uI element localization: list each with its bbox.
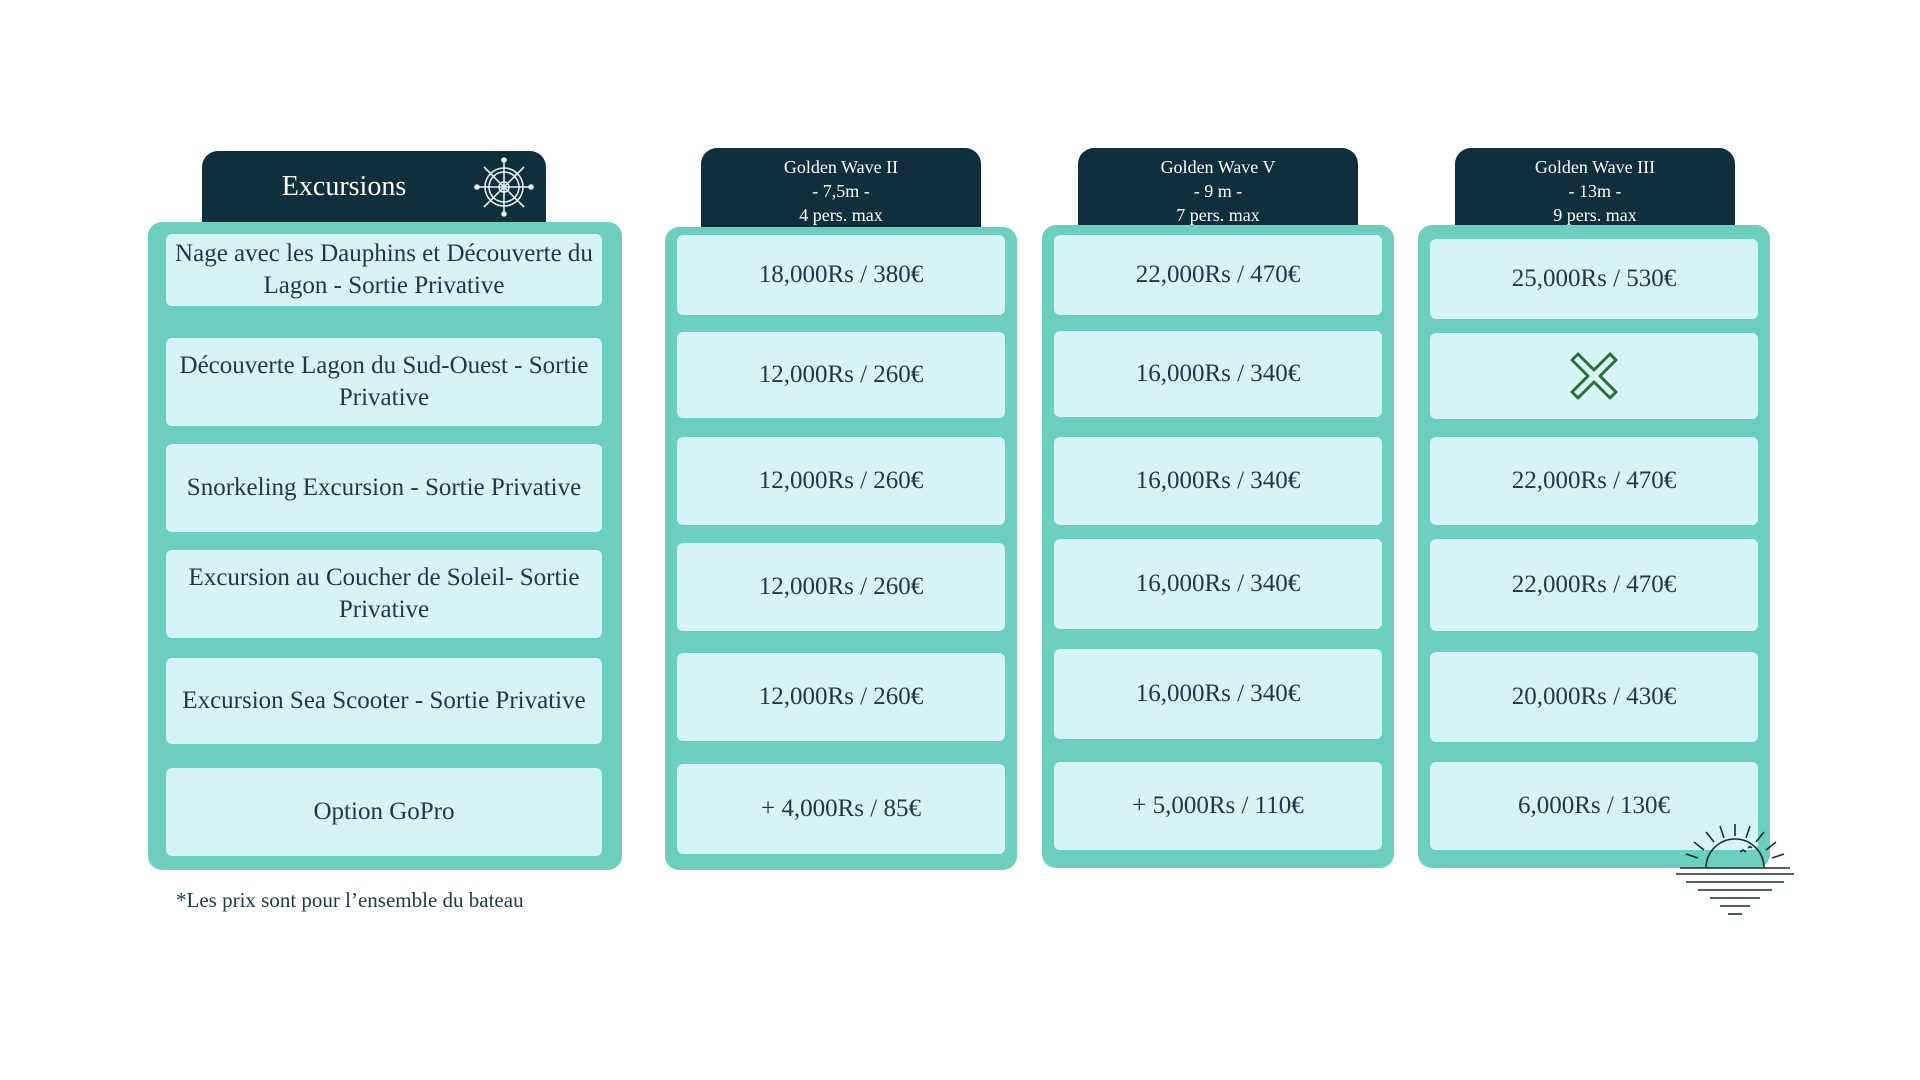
boat-name: Golden Wave V — [1160, 157, 1276, 177]
boat-length: - 9 m - — [1193, 181, 1243, 201]
price-cell: 6,000Rs / 130€ — [1430, 762, 1758, 850]
excursions-title: Excursions — [281, 171, 407, 202]
boat-header-golden-wave-iii: Golden Wave III - 13m - 9 pers. max — [1455, 148, 1735, 230]
boat-name: Golden Wave III — [1534, 157, 1656, 177]
boat-length: - 7,5m - — [812, 181, 870, 201]
price-cell: 12,000Rs / 260€ — [677, 653, 1005, 741]
price-cell: 22,000Rs / 470€ — [1430, 539, 1758, 631]
prices-golden-wave-iii: 25,000Rs / 530€ 22,000Rs / 470€ 22,000Rs… — [1418, 225, 1770, 868]
excursion-item: Snorkeling Excursion - Sortie Privative — [166, 444, 602, 532]
boat-capacity: 4 pers. max — [799, 205, 883, 225]
price-cell: 22,000Rs / 470€ — [1430, 437, 1758, 525]
sunset-icon — [1676, 824, 1794, 915]
boat-length: - 13m - — [1568, 181, 1622, 201]
price-cell: 12,000Rs / 260€ — [677, 437, 1005, 525]
boat-header-golden-wave-ii: Golden Wave II - 7,5m - 4 pers. max — [701, 148, 981, 230]
excursion-item: Nage avec les Dauphins et Découverte du … — [166, 234, 602, 306]
price-cell: 16,000Rs / 340€ — [1054, 539, 1382, 629]
excursions-header: Excursions — [202, 151, 546, 223]
price-cell: 12,000Rs / 260€ — [677, 332, 1005, 418]
ship-wheel-icon — [474, 157, 534, 217]
prices-golden-wave-ii: 18,000Rs / 380€ 12,000Rs / 260€ 12,000Rs… — [665, 227, 1017, 870]
price-cell: + 4,000Rs / 85€ — [677, 764, 1005, 854]
price-cell: 16,000Rs / 340€ — [1054, 437, 1382, 525]
excursion-item: Option GoPro — [166, 768, 602, 856]
price-footnote: *Les prix sont pour l’ensemble du bateau — [176, 888, 524, 912]
prices-golden-wave-v: 22,000Rs / 470€ 16,000Rs / 340€ 16,000Rs… — [1042, 225, 1394, 868]
price-cell: 25,000Rs / 530€ — [1430, 239, 1758, 319]
x-icon — [1570, 352, 1618, 400]
price-cell: + 5,000Rs / 110€ — [1054, 762, 1382, 850]
price-cell: 22,000Rs / 470€ — [1054, 235, 1382, 315]
price-cell: 18,000Rs / 380€ — [677, 235, 1005, 315]
excursions-column: Nage avec les Dauphins et Découverte du … — [148, 222, 622, 870]
price-cell-unavailable — [1430, 333, 1758, 419]
boat-capacity: 7 pers. max — [1176, 205, 1260, 225]
excursion-item: Découverte Lagon du Sud-Ouest - Sortie P… — [166, 338, 602, 426]
excursion-item: Excursion Sea Scooter - Sortie Privative — [166, 658, 602, 744]
price-cell: 16,000Rs / 340€ — [1054, 649, 1382, 739]
price-cell: 16,000Rs / 340€ — [1054, 331, 1382, 417]
boat-header-golden-wave-v: Golden Wave V - 9 m - 7 pers. max — [1078, 148, 1358, 230]
boat-capacity: 9 pers. max — [1553, 205, 1637, 225]
price-cell: 20,000Rs / 430€ — [1430, 652, 1758, 742]
boat-name: Golden Wave II — [783, 157, 899, 177]
excursion-item: Excursion au Coucher de Soleil- Sortie P… — [166, 550, 602, 638]
price-cell: 12,000Rs / 260€ — [677, 543, 1005, 631]
